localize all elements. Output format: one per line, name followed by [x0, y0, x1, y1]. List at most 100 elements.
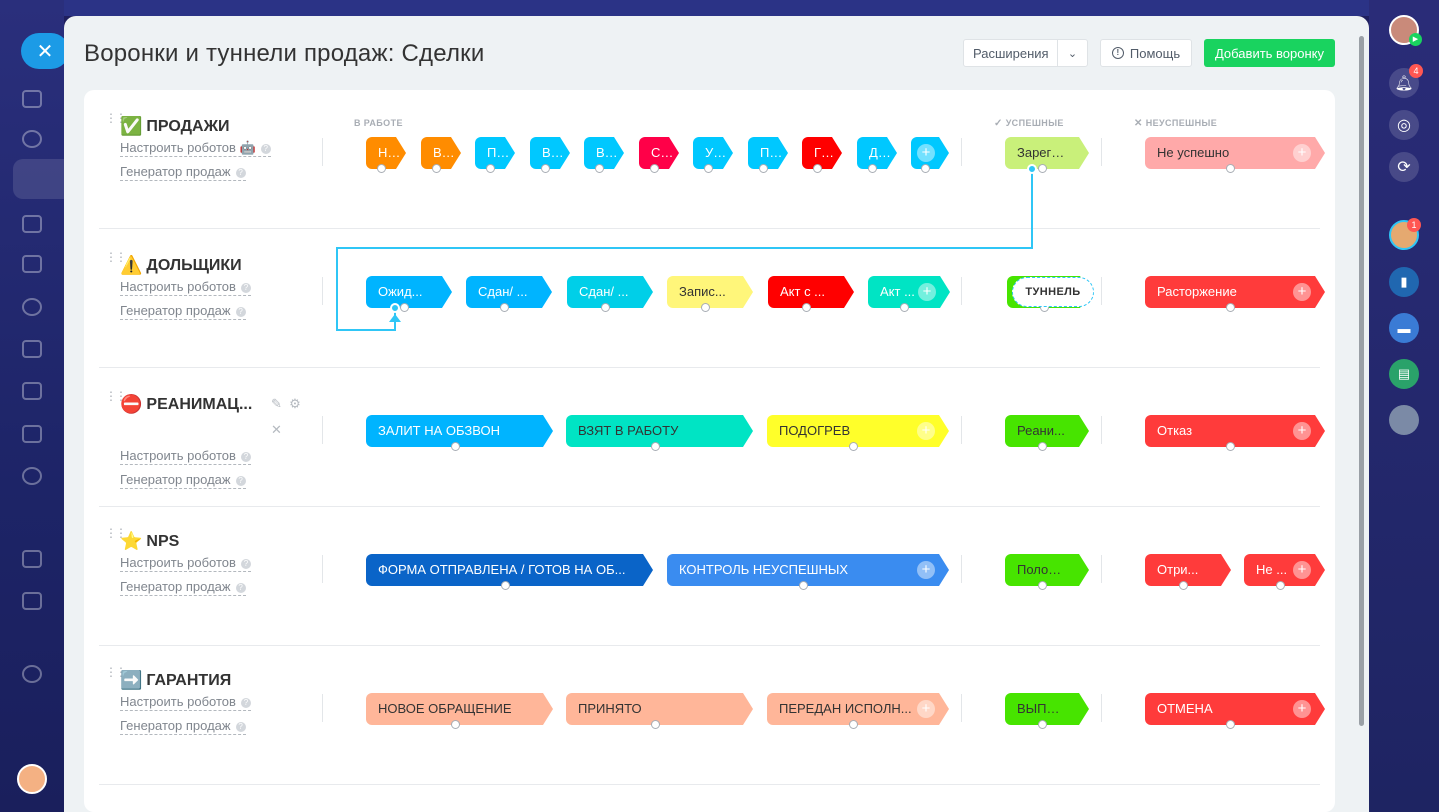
stage-connector-dot[interactable]: [1226, 164, 1235, 173]
fail-stage[interactable]: Не ...+: [1244, 554, 1325, 590]
stage[interactable]: Г: [802, 137, 842, 173]
add-stage-icon[interactable]: +: [918, 283, 936, 301]
add-stage-icon[interactable]: +: [917, 561, 935, 579]
left-menu-item[interactable]: [22, 255, 42, 273]
generator-link[interactable]: Генератор продаж?: [120, 303, 246, 320]
stage-connector-dot[interactable]: [921, 164, 930, 173]
stage-connector-dot[interactable]: [651, 442, 660, 451]
fail-stage[interactable]: Расторжение+: [1145, 276, 1325, 312]
scrollbar[interactable]: [1359, 36, 1364, 726]
success-stage[interactable]: ВЫПО...: [1005, 693, 1089, 729]
left-menu-item[interactable]: [22, 467, 42, 485]
stage[interactable]: Акт ...+: [868, 276, 950, 312]
left-menu-item[interactable]: [22, 298, 42, 316]
stage[interactable]: В: [421, 137, 461, 173]
left-menu-item[interactable]: [22, 425, 42, 443]
stage[interactable]: КОНТРОЛЬ НЕУСПЕШНЫХ+: [667, 554, 949, 590]
left-menu-item[interactable]: [22, 665, 42, 683]
stage-connector-dot[interactable]: [650, 164, 659, 173]
contact-avatar[interactable]: 1: [1389, 218, 1421, 250]
left-menu-item[interactable]: [22, 592, 42, 610]
add-stage-icon[interactable]: +: [917, 422, 935, 440]
robots-link[interactable]: Настроить роботов 🤖?: [120, 140, 271, 157]
add-stage-icon[interactable]: +: [1293, 144, 1311, 162]
stage-connector-dot[interactable]: [1038, 442, 1047, 451]
stage[interactable]: ВЗЯТ В РАБОТУ: [566, 415, 753, 451]
chat-search-button[interactable]: ⟳: [1389, 152, 1419, 182]
fail-stage[interactable]: ОТМЕНА+: [1145, 693, 1325, 729]
stage[interactable]: С: [639, 137, 679, 173]
stage[interactable]: В: [584, 137, 624, 173]
left-menu-item[interactable]: [22, 130, 42, 148]
stage-connector-dot[interactable]: [701, 303, 710, 312]
stage[interactable]: Сдан/ ...: [466, 276, 552, 312]
stage[interactable]: В: [530, 137, 570, 173]
add-stage-icon[interactable]: +: [917, 144, 935, 162]
fail-stage[interactable]: Отказ+: [1145, 415, 1325, 451]
stage-connector-dot[interactable]: [1226, 303, 1235, 312]
stage-connector-dot[interactable]: [900, 303, 909, 312]
add-funnel-button[interactable]: Добавить воронку: [1204, 39, 1335, 67]
left-menu-item[interactable]: [22, 215, 42, 233]
left-menu-item[interactable]: [22, 90, 42, 108]
add-stage-icon[interactable]: +: [1293, 561, 1311, 579]
stage-connector-dot[interactable]: [868, 164, 877, 173]
help-icon[interactable]: ?: [240, 282, 251, 293]
stage-connector-dot[interactable]: [1226, 442, 1235, 451]
stage-connector-dot[interactable]: [849, 720, 858, 729]
stage-connector-dot[interactable]: [1038, 581, 1047, 590]
user-contact-avatar[interactable]: [1389, 405, 1419, 435]
chevron-down-icon[interactable]: ⌄: [1057, 40, 1087, 66]
stage[interactable]: ПРИНЯТО: [566, 693, 753, 729]
stage[interactable]: П: [475, 137, 515, 173]
stage-connector-dot[interactable]: [1179, 581, 1188, 590]
stage[interactable]: Д: [857, 137, 897, 173]
success-stage[interactable]: Реани...: [1005, 415, 1089, 451]
fail-stage[interactable]: Отри...: [1145, 554, 1231, 590]
tunnel-label[interactable]: ТУННЕЛЬ: [1012, 277, 1094, 307]
fail-stage[interactable]: Не успешно+: [1145, 137, 1325, 173]
tunnel-end-dot[interactable]: [390, 303, 400, 313]
extensions-button[interactable]: Расширения ⌄: [963, 39, 1088, 67]
stage[interactable]: Сдан/ ...: [567, 276, 653, 312]
help-icon[interactable]: ?: [235, 721, 246, 732]
left-menu-item[interactable]: [22, 340, 42, 358]
stage-connector-dot[interactable]: [704, 164, 713, 173]
stage-connector-dot[interactable]: [501, 581, 510, 590]
help-icon[interactable]: ?: [240, 558, 251, 569]
success-stage[interactable]: Полож...: [1005, 554, 1089, 590]
help-icon[interactable]: ?: [240, 697, 251, 708]
help-icon[interactable]: ?: [235, 167, 246, 178]
stage-connector-dot[interactable]: [1038, 720, 1047, 729]
stage[interactable]: ЗАЛИТ НА ОБЗВОН: [366, 415, 553, 451]
stage[interactable]: ФОРМА ОТПРАВЛЕНА / ГОТОВ НА ОБ...: [366, 554, 653, 590]
stage-connector-dot[interactable]: [541, 164, 550, 173]
stage-connector-dot[interactable]: [651, 720, 660, 729]
add-stage-icon[interactable]: +: [1293, 700, 1311, 718]
stage-connector-dot[interactable]: [799, 581, 808, 590]
stage[interactable]: Н: [366, 137, 406, 173]
left-menu-item[interactable]: [22, 550, 42, 568]
stage-connector-dot[interactable]: [601, 303, 610, 312]
notifications-button[interactable]: 🔔︎ 4: [1389, 64, 1423, 98]
funnel-name[interactable]: ⭐NPS: [120, 531, 179, 552]
stage-connector-dot[interactable]: [400, 303, 409, 312]
stage[interactable]: Акт с ...: [768, 276, 854, 312]
help-icon[interactable]: ?: [235, 582, 246, 593]
help-icon[interactable]: ?: [235, 475, 246, 486]
stage[interactable]: У: [693, 137, 733, 173]
robots-link[interactable]: Настроить роботов?: [120, 448, 251, 465]
stage-connector-dot[interactable]: [432, 164, 441, 173]
help-icon[interactable]: ?: [240, 451, 251, 462]
funnel-name[interactable]: ✅ПРОДАЖИ: [120, 116, 230, 137]
delete-funnel-icon[interactable]: ✕: [271, 422, 282, 437]
edit-icon[interactable]: ✎: [271, 396, 282, 411]
robots-link[interactable]: Настроить роботов?: [120, 694, 251, 711]
stage-connector-dot[interactable]: [802, 303, 811, 312]
user-avatar[interactable]: [17, 764, 47, 794]
stage-connector-dot[interactable]: [377, 164, 386, 173]
profile-avatar[interactable]: ▶: [1389, 15, 1422, 46]
stage-connector-dot[interactable]: [1038, 164, 1047, 173]
funnel-name[interactable]: ➡️ГАРАНТИЯ: [120, 670, 231, 691]
stage-connector-dot[interactable]: [451, 720, 460, 729]
